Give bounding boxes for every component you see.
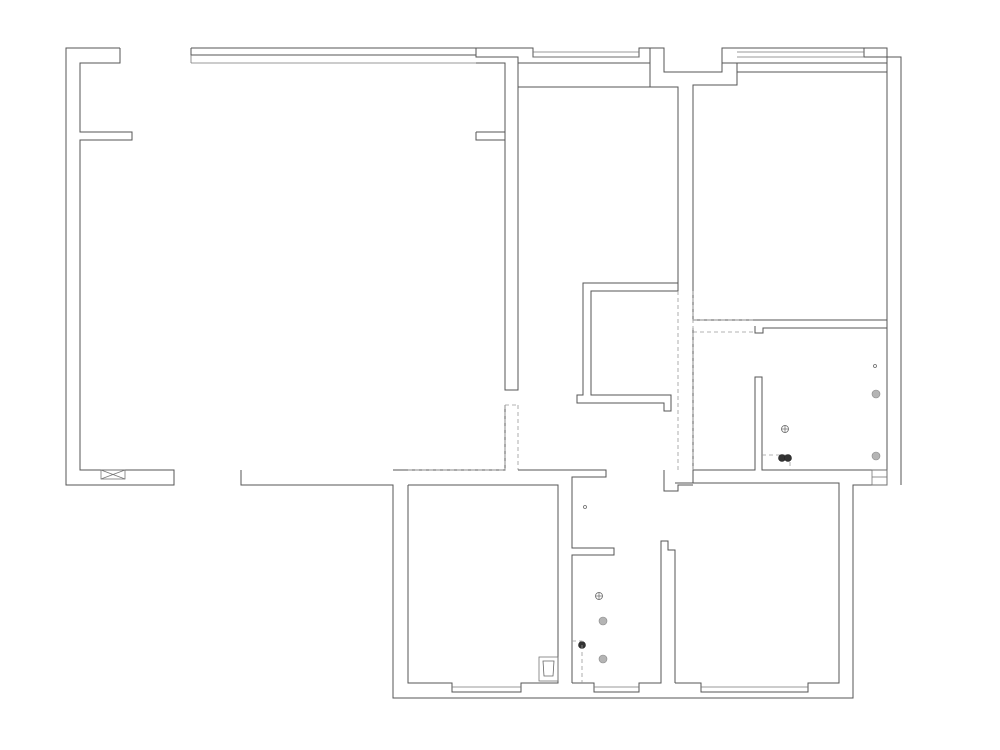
center-stub-wall <box>475 131 506 141</box>
top-right-stair <box>693 319 888 334</box>
bottom-right-inner <box>675 482 840 693</box>
bath-right-inner <box>692 328 887 471</box>
left-wing-walls <box>65 47 888 699</box>
drain-point-icon <box>583 505 587 509</box>
bottom-left-room-top <box>518 469 615 683</box>
bathroom-right <box>692 319 888 486</box>
toilet-bowl <box>542 660 555 677</box>
top-right-inner <box>692 62 888 321</box>
bottom-middle-right-wall <box>663 470 693 492</box>
top-middle-room <box>476 47 737 412</box>
pipe-riser-icon <box>598 616 608 626</box>
center-lower-wall <box>393 405 506 471</box>
pipe-riser-icon <box>871 389 881 399</box>
left-outer-wall <box>65 47 175 486</box>
center-divider-wall <box>475 48 519 391</box>
bottom-left-wall <box>240 47 888 699</box>
bottom-middle-dash <box>572 640 583 683</box>
pipe-riser-icon <box>871 451 881 461</box>
toilet-icon <box>538 656 559 682</box>
vent-box-icon <box>100 469 126 480</box>
bottom-left-room <box>407 469 615 693</box>
bath-right-corner-box <box>871 469 888 486</box>
bottom-left-room-inner <box>407 484 559 693</box>
pipe-riser-icon <box>784 454 792 462</box>
corridor-dashes <box>408 291 694 486</box>
bottom-right-room <box>675 470 840 693</box>
top-right-room <box>692 47 902 485</box>
drain-point-icon <box>873 364 877 368</box>
vent-box-cross-b <box>100 469 126 480</box>
pipe-riser-icon <box>598 654 608 664</box>
bottom-middle-inner <box>572 540 676 693</box>
top-left-window-wall <box>190 47 477 56</box>
top-middle-bay <box>518 48 651 64</box>
top-middle-outer <box>476 47 737 73</box>
top-middle-inner <box>517 63 679 412</box>
bottom-middle-bath <box>572 470 693 693</box>
